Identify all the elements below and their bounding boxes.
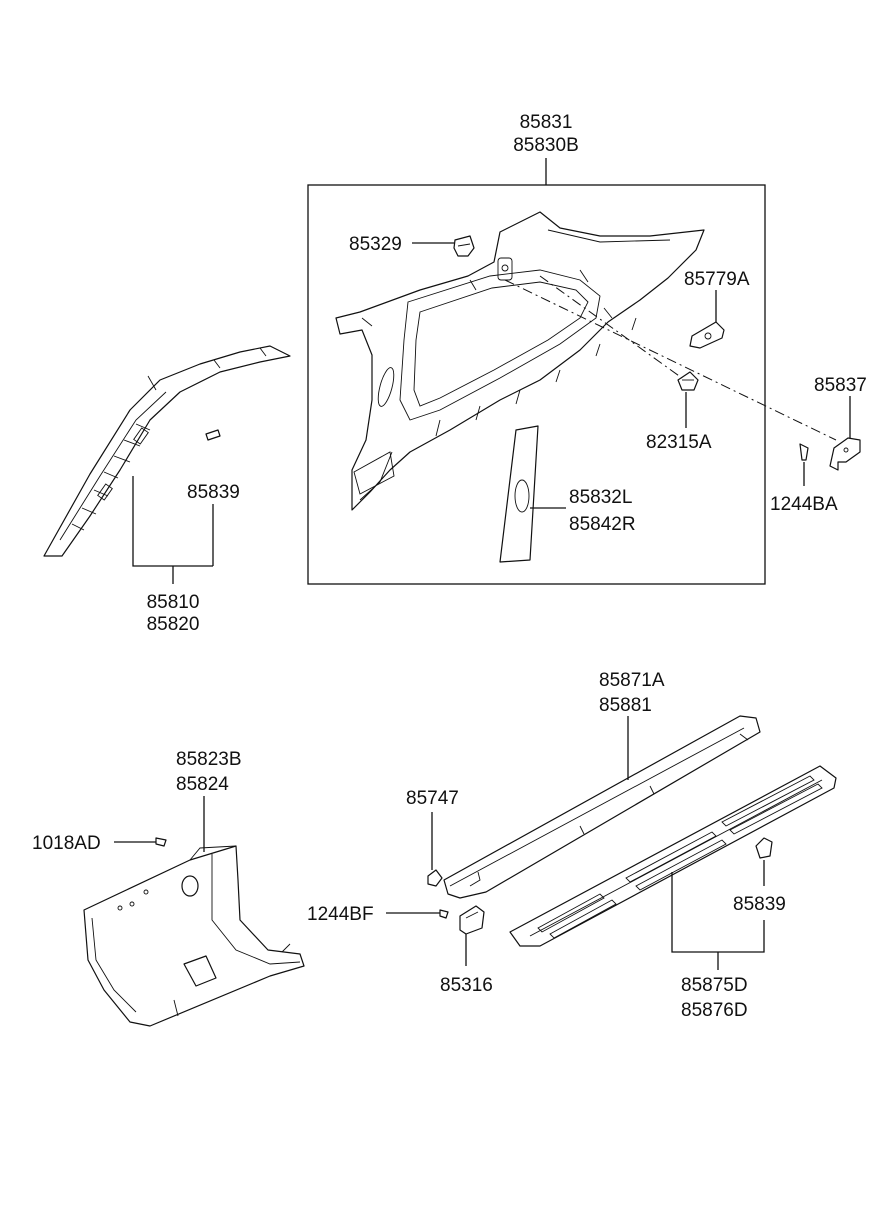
label-82315A: 82315A <box>646 432 712 453</box>
quarter-trim-panel <box>335 211 705 511</box>
label-85779A: 85779A <box>684 269 750 290</box>
alignment-line-1 <box>504 279 837 441</box>
label-85839-bottom: 85839 <box>733 894 786 915</box>
clip-85316 <box>459 905 485 935</box>
label-85329: 85329 <box>349 234 402 255</box>
cowl-side-trim <box>83 845 305 1027</box>
clip-85329 <box>453 235 475 257</box>
label-1244BF: 1244BF <box>307 904 374 925</box>
screw-1244BF <box>439 909 449 919</box>
scuff-plate-upper <box>443 715 761 899</box>
clip-85839-top <box>205 429 221 441</box>
label-85810: 85810 <box>147 592 200 613</box>
pillar-trim <box>43 345 291 557</box>
label-85875D: 85875D <box>681 975 748 996</box>
alignment-line-2 <box>539 275 683 379</box>
label-85881: 85881 <box>599 695 652 716</box>
label-85824: 85824 <box>176 774 229 795</box>
label-1018AD: 1018AD <box>32 833 101 854</box>
bracket-85779A <box>689 321 725 349</box>
clip-82315A <box>677 371 699 391</box>
label-85876D: 85876D <box>681 1000 748 1021</box>
label-1244BA: 1244BA <box>770 494 838 515</box>
label-85830B: 85830B <box>513 135 579 156</box>
bracket-85810 <box>132 476 213 567</box>
screw-1018AD <box>155 837 167 847</box>
label-85823B: 85823B <box>176 749 242 770</box>
quarter-trim-assembly: 85831 85830B 85329 85779A <box>307 112 837 585</box>
pad-85832L <box>499 425 539 563</box>
label-85831: 85831 <box>520 112 573 133</box>
label-85837: 85837 <box>814 375 867 396</box>
bracket-85837 <box>829 437 861 471</box>
scuff-plate-lower <box>509 765 837 947</box>
label-85316: 85316 <box>440 975 493 996</box>
clip-85747 <box>427 869 443 887</box>
label-85871A: 85871A <box>599 670 665 691</box>
label-85842R: 85842R <box>569 514 636 535</box>
label-85839-top: 85839 <box>187 482 240 503</box>
screw-1244BA <box>799 443 809 461</box>
clip-85839-bottom <box>755 837 773 859</box>
assembly-frame <box>307 184 766 585</box>
label-85820: 85820 <box>147 614 200 635</box>
label-85747: 85747 <box>406 788 459 809</box>
label-85832L: 85832L <box>569 487 632 508</box>
